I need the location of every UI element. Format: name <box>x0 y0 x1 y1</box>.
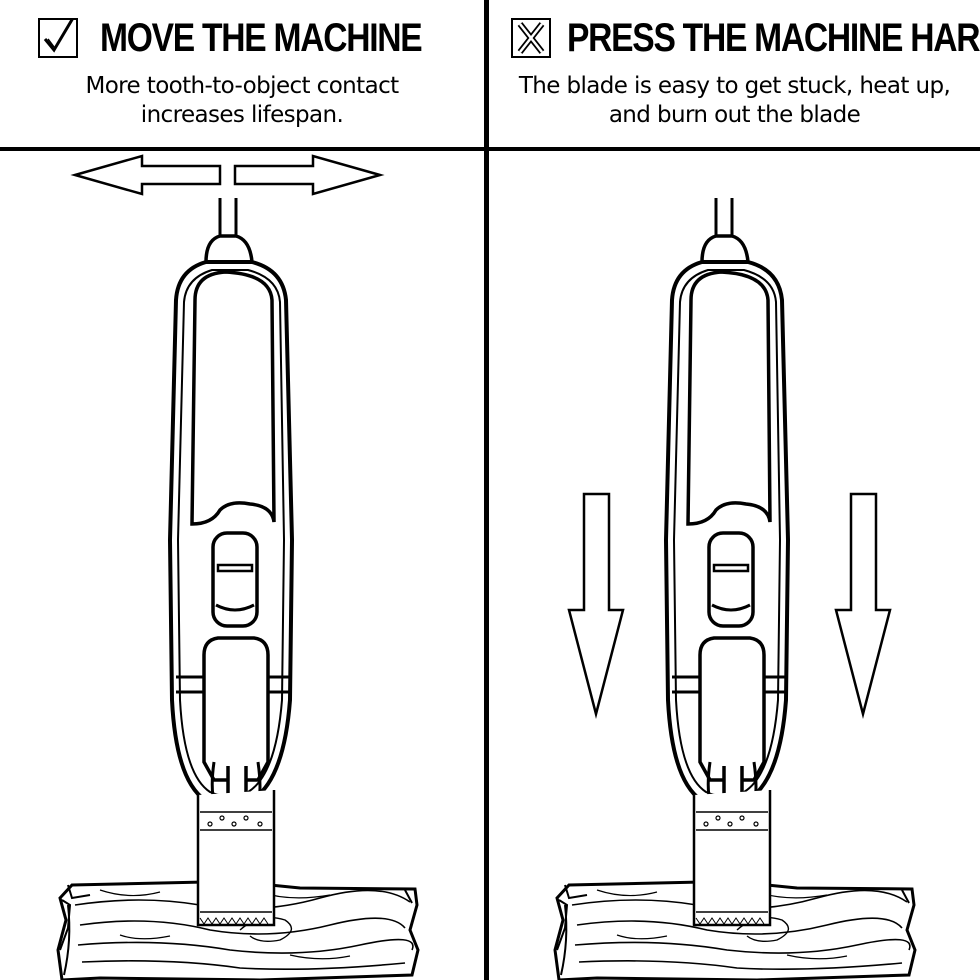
correct-usage-title: MOVE THE MACHINE <box>100 16 423 60</box>
incorrect-usage-scene <box>553 196 917 980</box>
incorrect-usage-description-line-2: and burn out the blade <box>608 102 861 128</box>
arrow-down-icon-right <box>834 492 892 719</box>
check-mark-icon <box>38 18 78 58</box>
incorrect-usage-title-row: PRESS THE MACHINE HARD <box>489 14 980 70</box>
oscillating-tool-left <box>168 196 294 927</box>
incorrect-usage-description: The blade is easy to get stuck, heat up,… <box>489 72 980 130</box>
arrow-left-icon <box>70 154 222 196</box>
x-mark-icon <box>511 18 551 58</box>
arrow-right-icon <box>233 154 385 196</box>
incorrect-usage-description-line-1: The blade is easy to get stuck, heat up, <box>518 73 951 99</box>
horizontal-divider <box>0 147 980 151</box>
correct-usage-description-line-2: increases lifespan. <box>140 102 344 128</box>
incorrect-usage-title: PRESS THE MACHINE HARD <box>567 16 980 60</box>
vertical-divider <box>484 0 489 980</box>
arrow-down-icon-left <box>567 492 625 719</box>
correct-usage-title-row: MOVE THE MACHINE <box>0 14 484 70</box>
correct-usage-description-line-1: More tooth-to-object contact <box>85 73 399 99</box>
incorrect-usage-header: PRESS THE MACHINE HARD The blade is easy… <box>489 0 980 147</box>
oscillating-tool-right <box>664 196 790 927</box>
correct-usage-header: MOVE THE MACHINE More tooth-to-object co… <box>0 0 484 147</box>
correct-usage-description: More tooth-to-object contact increases l… <box>0 72 484 130</box>
correct-usage-scene <box>56 154 420 980</box>
